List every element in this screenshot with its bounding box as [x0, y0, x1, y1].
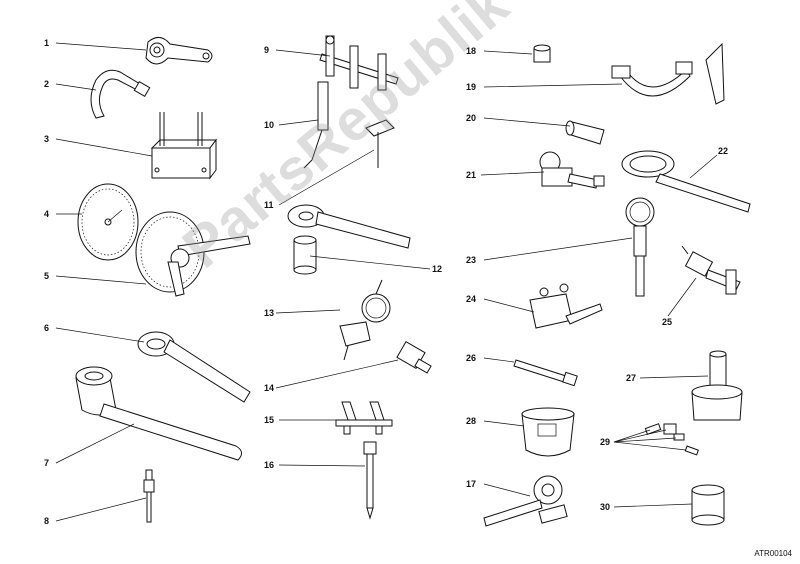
callout-10: 10	[264, 120, 275, 130]
part-18-nut	[533, 44, 551, 63]
callout-26: 26	[466, 353, 477, 363]
callout-15: 15	[264, 415, 275, 425]
callout-19: 19	[466, 82, 477, 92]
callout-3: 3	[44, 134, 50, 144]
part-10-rod	[303, 81, 329, 169]
part-28-bell-housing	[521, 407, 575, 457]
part-20-cylinder	[565, 120, 605, 145]
part-6-spanner	[137, 331, 251, 403]
callout-20: 20	[466, 113, 477, 123]
part-1-pin-wrench	[145, 37, 213, 65]
callout-9: 9	[264, 45, 270, 55]
part-14-adapter	[396, 341, 432, 374]
part-12-socket-spanner	[287, 204, 411, 275]
callout-13: 13	[264, 308, 275, 318]
part-15-fork	[335, 401, 393, 435]
part-16-long-pin	[363, 441, 377, 520]
part-4-degree-disc	[77, 183, 139, 261]
callout-14: 14	[264, 383, 275, 393]
callout-17: 17	[466, 479, 477, 489]
callout-6: 6	[44, 323, 50, 333]
callout-11: 11	[264, 200, 274, 210]
callout-1: 1	[44, 38, 50, 48]
drawing-code: ATR00104	[754, 549, 792, 558]
part-7-large-spanner	[75, 366, 242, 461]
part-22-ring-spanner	[621, 150, 751, 213]
part-23-dial-gauge	[625, 197, 655, 297]
part-24-fixture	[529, 283, 603, 329]
callout-24: 24	[466, 294, 477, 304]
part-13-dial-gauge	[339, 279, 391, 361]
callout-16: 16	[264, 460, 275, 470]
part-27-tall-puller	[691, 350, 743, 421]
callout-18: 18	[466, 46, 477, 56]
callout-2: 2	[44, 79, 50, 89]
callout-7: 7	[44, 458, 50, 468]
callout-27: 27	[626, 373, 637, 383]
part-5-degree-wheel	[135, 211, 251, 297]
callout-12: 12	[432, 264, 443, 274]
part-30-socket	[691, 484, 725, 526]
part-2-hook-tool	[90, 69, 151, 119]
callout-21: 21	[466, 170, 477, 180]
callout-29: 29	[600, 437, 611, 447]
part-21-gear-puller	[539, 151, 605, 189]
callout-4: 4	[44, 209, 50, 219]
part-8-pin	[143, 469, 155, 523]
part-25-t-handle	[681, 245, 741, 295]
callout-22: 22	[718, 146, 729, 156]
leader-lines	[55, 42, 718, 522]
part-26-threaded-rod	[513, 359, 578, 387]
callout-23: 23	[466, 255, 477, 265]
part-17-arm-puller	[483, 475, 568, 527]
callout-25: 25	[662, 317, 673, 327]
part-29-pins	[644, 423, 699, 456]
part-19-c-bracket	[611, 42, 725, 105]
callout-30: 30	[600, 502, 611, 512]
part-11-bracket	[365, 119, 395, 168]
part-3-stud-block	[150, 112, 217, 180]
callout-5: 5	[44, 271, 50, 281]
callout-28: 28	[466, 416, 477, 426]
callout-8: 8	[44, 516, 50, 526]
